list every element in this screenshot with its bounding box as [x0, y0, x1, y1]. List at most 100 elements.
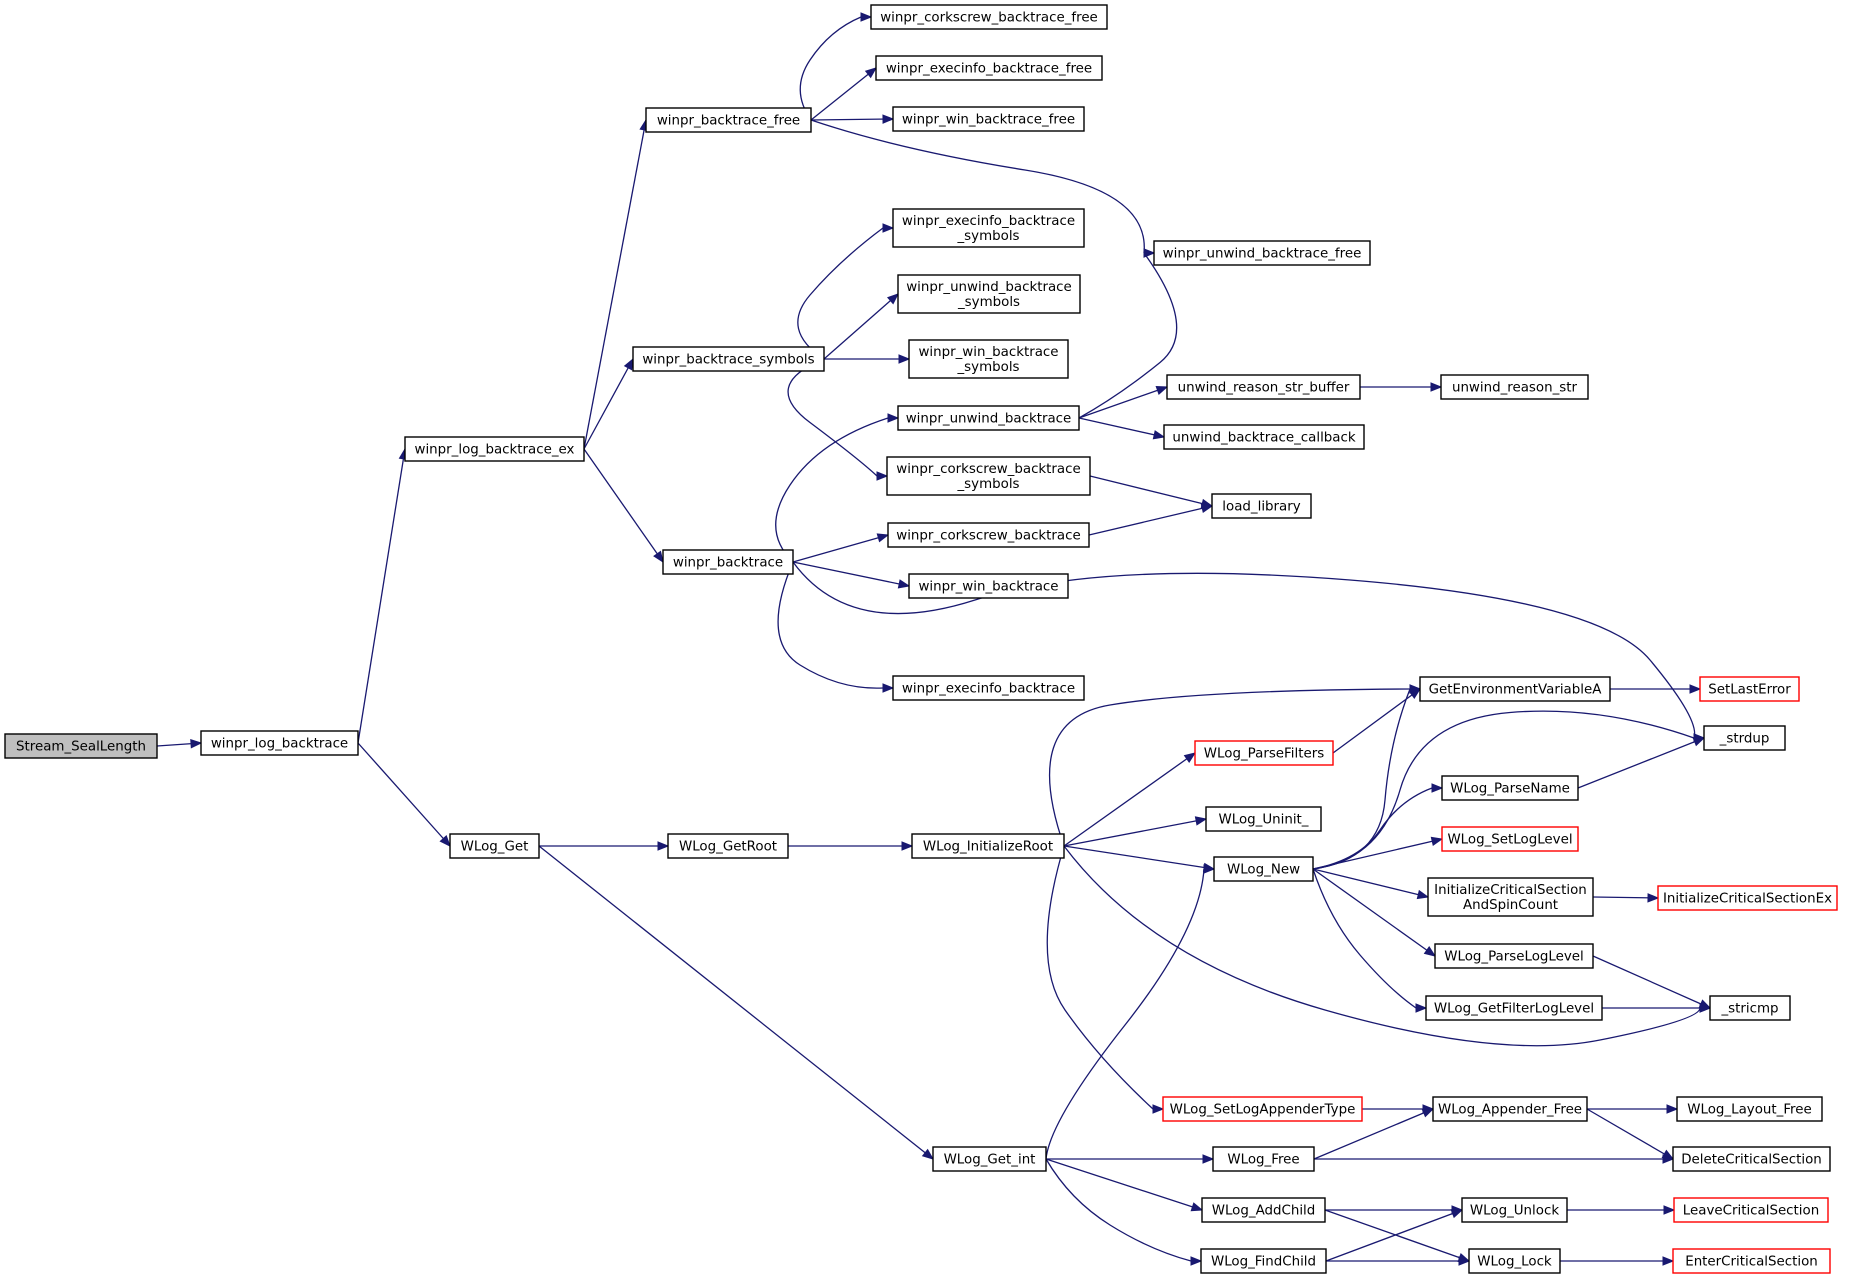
edge-line — [1312, 688, 1411, 870]
call-edge-wlog-new-to-initializecriticalsection-andspincount — [1312, 868, 1430, 900]
node-label: _symbols — [956, 229, 1019, 244]
node-entercriticalsection[interactable]: EnterCriticalSection — [1672, 1248, 1831, 1274]
edges-layer — [156, 12, 1712, 1266]
node-unwind-reason-str[interactable]: unwind_reason_str — [1440, 374, 1589, 400]
node-winpr-backtrace-free[interactable]: winpr_backtrace_free — [645, 107, 812, 133]
arrow-head-icon — [1200, 503, 1214, 514]
node-wlog-setlogappendertype[interactable]: WLog_SetLogAppenderType — [1162, 1096, 1363, 1122]
call-edge-wlog-free-to-wlog-appender-free — [1313, 1108, 1435, 1160]
arrow-head-icon — [1143, 248, 1156, 258]
node-label: EnterCriticalSection — [1685, 1255, 1818, 1270]
node-wlog-get-int[interactable]: WLog_Get_int — [932, 1146, 1047, 1172]
edge-line — [583, 358, 634, 450]
node-wlog-addchild[interactable]: WLog_AddChild — [1201, 1197, 1326, 1223]
arrow-head-icon — [897, 579, 911, 589]
call-edge-winpr-backtrace-free-to-winpr-execinfo-backtrace-free — [810, 67, 878, 121]
node-winpr-unwind-backtrace-symbols[interactable]: winpr_unwind_backtrace_symbols — [897, 274, 1081, 314]
node-wlog-parseloglevel[interactable]: WLog_ParseLogLevel — [1434, 943, 1594, 969]
node-wlog-findchild[interactable]: WLog_FindChild — [1200, 1248, 1327, 1274]
node-box — [1673, 1197, 1829, 1223]
node-winpr-unwind-backtrace[interactable]: winpr_unwind_backtrace — [897, 405, 1080, 431]
node-wlog-uninit[interactable]: WLog_Uninit_ — [1205, 806, 1322, 832]
node-winpr-win-backtrace[interactable]: winpr_win_backtrace — [908, 573, 1069, 599]
node-label: winpr_log_backtrace — [211, 737, 348, 752]
node-winpr-execinfo-backtrace-free[interactable]: winpr_execinfo_backtrace_free — [875, 55, 1103, 81]
node-box — [404, 436, 585, 462]
node-unwind-backtrace-callback[interactable]: unwind_backtrace_callback — [1163, 424, 1365, 450]
call-edge-winpr-backtrace-to-winpr-win-backtrace — [792, 561, 911, 589]
node-winpr-log-backtrace[interactable]: winpr_log_backtrace — [200, 730, 359, 756]
node-deletecriticalsection[interactable]: DeleteCriticalSection — [1672, 1146, 1831, 1172]
node-setlasterror[interactable]: SetLastError — [1699, 676, 1800, 702]
node-winpr-win-backtrace-symbols[interactable]: winpr_win_backtrace_symbols — [908, 339, 1069, 379]
node-label: WLog_InitializeRoot — [923, 840, 1053, 855]
node-wlog-parsename[interactable]: WLog_ParseName — [1441, 775, 1579, 801]
node-winpr-corkscrew-backtrace-free[interactable]: winpr_corkscrew_backtrace_free — [870, 4, 1108, 30]
node-wlog-parsefilters[interactable]: WLog_ParseFilters — [1194, 740, 1334, 766]
node-box — [1709, 995, 1791, 1021]
node-box — [908, 573, 1069, 599]
node-label: WLog_Layout_Free — [1687, 1103, 1811, 1118]
node-wlog-free[interactable]: WLog_Free — [1212, 1146, 1315, 1172]
node-load-library[interactable]: load_library — [1211, 493, 1312, 519]
node-wlog-setloglevel[interactable]: WLog_SetLogLevel — [1441, 826, 1579, 852]
call-edge-wlog-initializeroot-to-wlog-uninit — [1063, 816, 1208, 847]
edge-line — [1325, 1209, 1463, 1262]
call-edge-winpr-log-backtrace-ex-to-winpr-backtrace-symbols — [583, 357, 634, 450]
node-winpr-win-backtrace-free[interactable]: winpr_win_backtrace_free — [892, 106, 1085, 132]
call-edge-wlog-get-int-to-wlog-new — [1045, 864, 1216, 1160]
node-wlog-appender-free[interactable]: WLog_Appender_Free — [1432, 1096, 1588, 1122]
node-getenvironmentvariablea[interactable]: GetEnvironmentVariableA — [1419, 676, 1611, 702]
node-wlog-unlock[interactable]: WLog_Unlock — [1461, 1197, 1568, 1223]
call-edge-winpr-backtrace-symbols-to-winpr-win-backtrace-symbols — [824, 354, 911, 364]
node-winpr-backtrace[interactable]: winpr_backtrace — [662, 549, 794, 575]
node-wlog-new[interactable]: WLog_New — [1213, 856, 1314, 882]
node-wlog-initializeroot[interactable]: WLog_InitializeRoot — [911, 833, 1065, 859]
arrow-head-icon — [860, 12, 873, 22]
node-wlog-layout-free[interactable]: WLog_Layout_Free — [1676, 1096, 1823, 1122]
call-edge-winpr-unwind-backtrace-to-winpr-unwind-backtrace-free — [1078, 248, 1178, 419]
call-edge-winpr-log-backtrace-to-winpr-log-backtrace-ex — [357, 447, 409, 744]
node-wlog-getfilterloglevel[interactable]: WLog_GetFilterLogLevel — [1425, 995, 1603, 1021]
arrow-head-icon — [1416, 889, 1430, 900]
call-edge-getenvironmentvariablea-to-setlasterror — [1610, 684, 1702, 694]
edge-line — [1324, 1209, 1470, 1262]
edge-line — [792, 534, 889, 563]
edge-line — [1078, 386, 1168, 419]
node-winpr-execinfo-backtrace-symbols[interactable]: winpr_execinfo_backtrace_symbols — [892, 208, 1085, 248]
node-label: WLog_AddChild — [1212, 1204, 1316, 1219]
node-box — [1213, 856, 1314, 882]
node-box — [632, 346, 825, 372]
node-leavecriticalsection[interactable]: LeaveCriticalSection — [1673, 1197, 1829, 1223]
node-box — [1211, 493, 1312, 519]
edge-line — [1592, 896, 1659, 899]
node-strdup[interactable]: _strdup — [1703, 725, 1786, 751]
node-label: DeleteCriticalSection — [1681, 1153, 1822, 1168]
node-stream-seallength: Stream_SealLength — [4, 733, 158, 759]
node-winpr-execinfo-backtrace[interactable]: winpr_execinfo_backtrace — [892, 675, 1085, 701]
node-wlog-get[interactable]: WLog_Get — [449, 833, 540, 859]
node-wlog-getroot[interactable]: WLog_GetRoot — [667, 833, 789, 859]
arrow-head-icon — [887, 413, 900, 423]
edge-line — [1045, 1158, 1203, 1211]
node-box — [932, 1146, 1047, 1172]
node-initializecriticalsectionex[interactable]: InitializeCriticalSectionEx — [1657, 885, 1838, 911]
node-winpr-unwind-backtrace-free[interactable]: winpr_unwind_backtrace_free — [1153, 240, 1371, 266]
node-winpr-corkscrew-backtrace-symbols[interactable]: winpr_corkscrew_backtrace_symbols — [886, 456, 1091, 496]
edge-line — [792, 561, 910, 587]
node-wlog-lock[interactable]: WLog_Lock — [1468, 1248, 1561, 1274]
node-unwind-reason-str-buffer[interactable]: unwind_reason_str_buffer — [1166, 374, 1361, 400]
arrow-head-icon — [1699, 1003, 1712, 1013]
arrow-head-icon — [1663, 1205, 1676, 1215]
node-box — [662, 549, 794, 575]
call-edge-wlog-findchild-to-wlog-unlock — [1325, 1209, 1464, 1262]
node-winpr-backtrace-symbols[interactable]: winpr_backtrace_symbols — [632, 346, 825, 372]
node-winpr-corkscrew-backtrace[interactable]: winpr_corkscrew_backtrace — [887, 522, 1090, 548]
node-label: _stricmp — [1720, 1002, 1778, 1017]
edge-line — [583, 119, 647, 450]
edge-line — [810, 118, 894, 121]
node-stricmp[interactable]: _stricmp — [1709, 995, 1791, 1021]
node-winpr-log-backtrace-ex[interactable]: winpr_log_backtrace_ex — [404, 436, 585, 462]
arrow-head-icon — [1415, 1003, 1428, 1013]
